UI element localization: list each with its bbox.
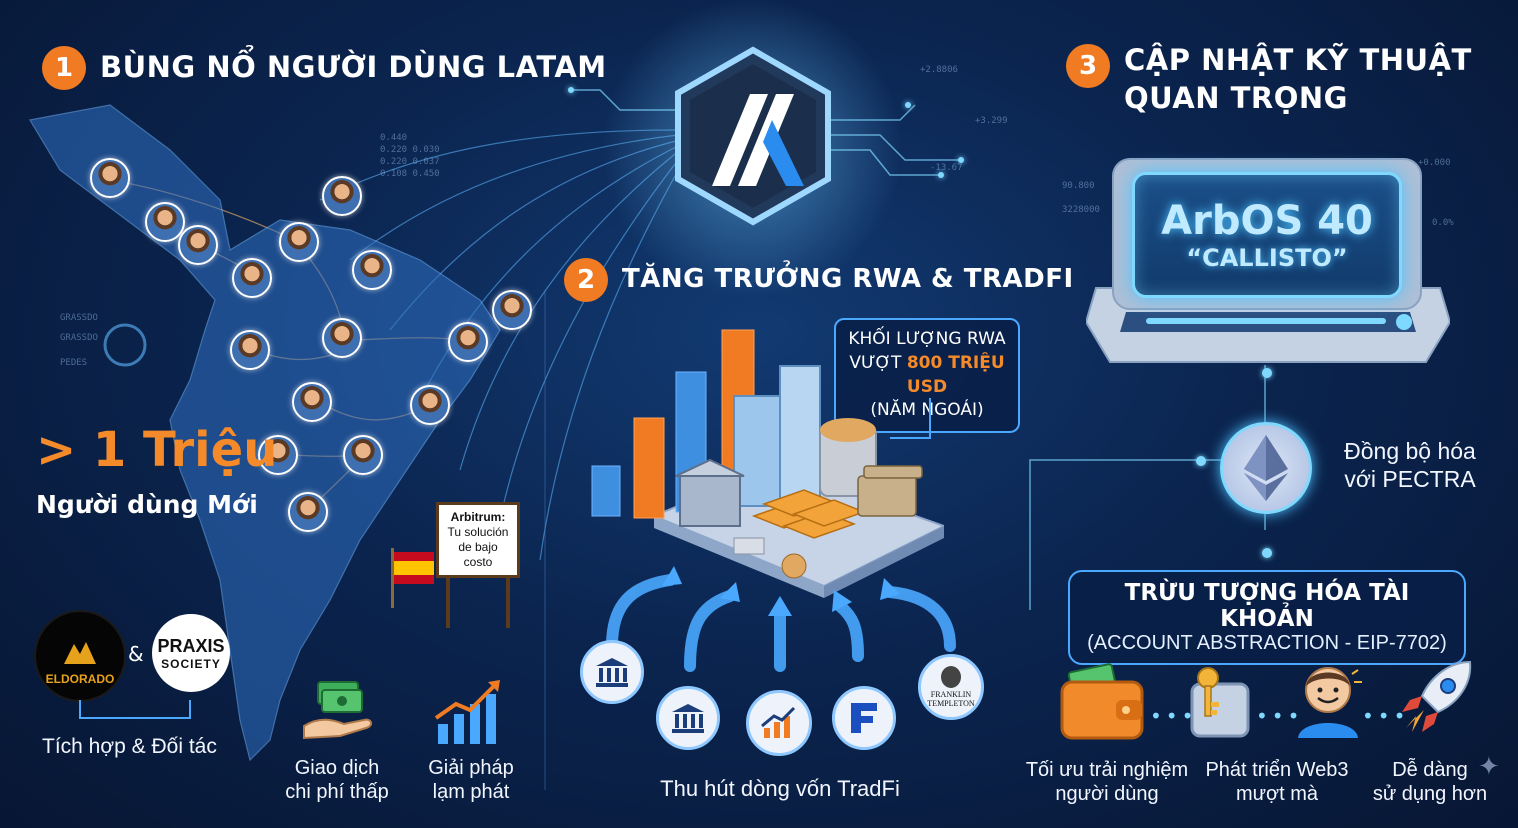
section-1-title: 1 BÙNG NỔ NGƯỜI DÙNG LATAM [42, 46, 607, 90]
franklin-templeton-logo: FRANKLIN TEMPLETON [918, 654, 984, 720]
user-avatar [352, 250, 392, 290]
svg-text:+2.8806: +2.8806 [920, 65, 958, 75]
sign-line-1: Arbitrum: [450, 510, 506, 524]
svg-text:GRASSDO: GRASSDO [60, 333, 98, 343]
happy-user-icon [1298, 667, 1362, 738]
svg-text:PEDES: PEDES [60, 358, 87, 368]
connector-node [1262, 548, 1272, 558]
capital-flow-arrows [606, 566, 956, 672]
key-wallet-icon [1190, 667, 1250, 738]
arbitrum-sign: Arbitrum: Tu solución de bajo costo [436, 502, 520, 628]
eldorado-logo: ELDORADO [34, 610, 126, 702]
svg-text:-13.67: -13.67 [930, 163, 963, 173]
section-3-heading: CẬP NHẬT KỸ THUẬT QUAN TRỌNG [1124, 43, 1472, 115]
user-avatar [258, 435, 298, 475]
benefit-connector: ••• [1362, 704, 1410, 728]
section-3-title: 3 CẬP NHẬT KỸ THUẬT QUAN TRỌNG [1066, 42, 1472, 117]
svg-text:+0.000: +0.000 [1418, 158, 1451, 168]
benefit-web3: Phát triển Web3 mượt mà [1205, 759, 1349, 805]
user-avatar [322, 318, 362, 358]
user-avatar [288, 492, 328, 532]
sign-line-3: de bajo costo [458, 540, 498, 569]
bank-icon [580, 640, 644, 704]
arbos-codename: “CALLISTO” [1186, 244, 1348, 272]
new-users-caption: Người dùng Mới [36, 490, 258, 519]
benefit-ux: Tối ưu trải nghiệm người dùng [1025, 759, 1189, 805]
connector-node [1262, 368, 1272, 378]
section-2-number: 2 [564, 258, 608, 302]
pectra-sync-caption: Đồng bộ hóa với PECTRA [1344, 438, 1476, 492]
rwa-city-illustration [591, 329, 944, 598]
partners-caption: Tích hợp & Đối tác [42, 735, 217, 758]
bank-icon [656, 686, 720, 750]
user-avatar [230, 330, 270, 370]
user-avatar [410, 385, 450, 425]
user-avatar [178, 225, 218, 265]
svg-text:0.220 0.030: 0.220 0.030 [380, 145, 440, 155]
ethereum-icon [1220, 422, 1312, 514]
praxis-society-logo: PRAXIS SOCIETY [152, 614, 230, 692]
connector-node [1196, 456, 1206, 466]
section-1-heading: BÙNG NỔ NGƯỜI DÙNG LATAM [100, 50, 607, 85]
spain-flag-icon [391, 548, 434, 608]
arbos-version: ArbOS 40 [1161, 198, 1373, 244]
new-users-stat: > 1 Triệu [36, 422, 278, 478]
svg-text:0.108 0.450: 0.108 0.450 [380, 169, 440, 179]
network-node [905, 102, 911, 108]
tradfi-caption: Thu hút dòng vốn TradFi [660, 776, 900, 801]
svg-text:3228000: 3228000 [1062, 205, 1100, 215]
section-2-title: 2 TĂNG TRƯỞNG RWA & TRADFI [564, 258, 1074, 302]
section-2-heading: TĂNG TRƯỞNG RWA & TRADFI [622, 264, 1074, 295]
user-avatar [292, 382, 332, 422]
user-avatar [232, 258, 272, 298]
rwa-connector [890, 398, 931, 439]
arbos-screen: ArbOS 40 “CALLISTO” [1132, 172, 1402, 298]
svg-text:0.0%: 0.0% [1432, 218, 1454, 228]
network-node [958, 157, 964, 163]
feature-low-cost: Giao dịch chi phí thấp [285, 757, 389, 803]
network-node [938, 172, 944, 178]
user-avatar [448, 322, 488, 362]
rwa-volume-box: KHỐI LƯỢNG RWA VƯỢT 800 TRIỆU USD (NĂM N… [834, 318, 1020, 434]
svg-text:90.800: 90.800 [1062, 181, 1095, 191]
sign-line-2: Tu solución [447, 525, 509, 539]
user-avatar [343, 435, 383, 475]
user-avatar [90, 158, 130, 198]
benefit-easy: Dễ dàng sử dụng hơn [1372, 759, 1488, 805]
svg-text:+3.299: +3.299 [975, 116, 1008, 126]
section-3-number: 3 [1066, 44, 1110, 88]
svg-text:GRASSDO: GRASSDO [60, 313, 98, 323]
money-hand-icon [303, 681, 372, 740]
account-abstraction-box: TRỪU TƯỢNG HÓA TÀI KHOẢN (ACCOUNT ABSTRA… [1068, 570, 1466, 665]
eldorado-mark-icon [64, 642, 96, 664]
arbitrum-logo-icon [675, 46, 831, 226]
user-avatar [279, 222, 319, 262]
benefit-connector: ••• [1150, 704, 1198, 728]
growth-chart-icon [434, 680, 500, 744]
svg-text:0.220 0.037: 0.220 0.037 [380, 157, 440, 167]
user-avatar [492, 290, 532, 330]
section-1-number: 1 [42, 46, 86, 90]
user-avatar [322, 176, 362, 216]
wallet-icon [1060, 663, 1144, 740]
investment-chart-icon [746, 690, 812, 756]
ampersand: & [128, 642, 144, 666]
svg-text:0.440: 0.440 [380, 133, 407, 143]
fidelity-logo-icon [832, 686, 896, 750]
rocket-icon [1402, 660, 1472, 732]
benefit-connector: ••• [1256, 704, 1304, 728]
sparkle-icon: ✦ [1478, 752, 1500, 782]
network-node [568, 87, 574, 93]
user-avatar [145, 202, 185, 242]
partner-connector [79, 700, 191, 719]
feature-inflation: Giải pháp lạm phát [428, 757, 514, 803]
